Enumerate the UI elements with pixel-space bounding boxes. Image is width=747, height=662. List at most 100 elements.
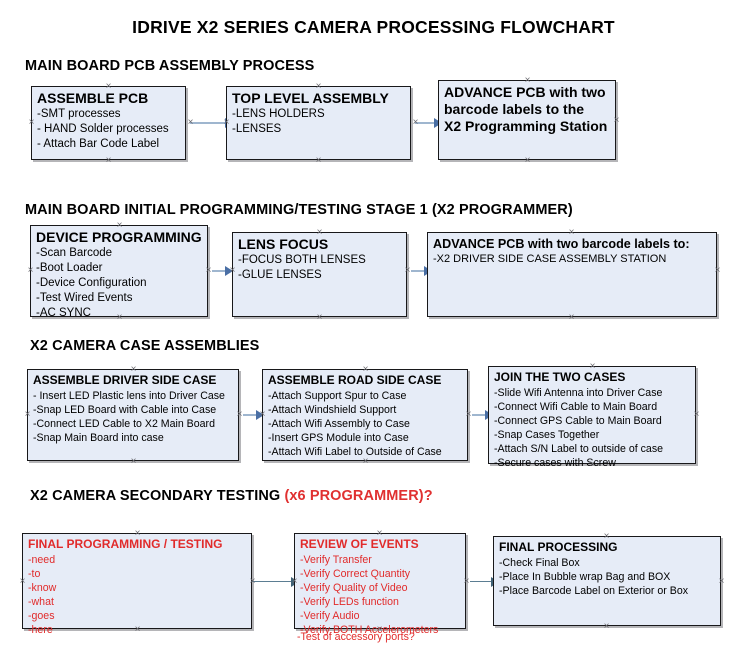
connection-handle[interactable] bbox=[115, 313, 124, 322]
node-line: -Secure cases with Screw bbox=[494, 456, 616, 469]
connection-handle[interactable] bbox=[567, 228, 576, 237]
node-line: -Place In Bubble wrap Bag and BOX bbox=[499, 570, 671, 583]
node-line: -X2 DRIVER SIDE CASE ASSEMBLY STATION bbox=[433, 253, 667, 265]
connection-handle[interactable] bbox=[133, 625, 142, 634]
connection-handle[interactable] bbox=[129, 365, 138, 374]
node-join-the-two-cases[interactable]: JOIN THE TWO CASES -Slide Wifi Antenna i… bbox=[488, 366, 696, 469]
connection-handle[interactable] bbox=[186, 118, 195, 127]
node-header: TOP LEVEL ASSEMBLY bbox=[232, 90, 389, 106]
connection-handle[interactable] bbox=[222, 118, 231, 127]
connection-handle[interactable] bbox=[258, 410, 267, 419]
connection-handle[interactable] bbox=[403, 266, 412, 275]
node-line: -FOCUS BOTH LENSES bbox=[238, 254, 366, 266]
connection-handle[interactable] bbox=[248, 577, 257, 586]
connector-arrow bbox=[190, 118, 233, 128]
connection-handle[interactable] bbox=[27, 118, 36, 127]
node-line: -Connect LED Cable to X2 Main Board bbox=[33, 417, 215, 430]
connection-handle[interactable] bbox=[235, 410, 244, 419]
node-line: - Attach Bar Code Label bbox=[37, 138, 160, 150]
connection-handle[interactable] bbox=[104, 82, 113, 91]
node-line: -Verify BOTH Accelerometers bbox=[300, 623, 439, 636]
connection-handle[interactable] bbox=[462, 577, 471, 586]
node-line: -goes bbox=[28, 609, 55, 622]
node-advance-pcb-to-programming-station[interactable]: ADVANCE PCB with two barcode labels to t… bbox=[438, 80, 616, 160]
node-body: FINAL PROGRAMMING / TESTING -need -to -k… bbox=[28, 537, 249, 637]
connection-handle[interactable] bbox=[315, 313, 324, 322]
node-final-processing[interactable]: FINAL PROCESSING -Check Final Box -Place… bbox=[493, 536, 721, 626]
node-body: JOIN THE TWO CASES -Slide Wifi Antenna i… bbox=[494, 370, 693, 470]
connection-handle[interactable] bbox=[717, 577, 726, 586]
node-assemble-pcb[interactable]: ASSEMBLE PCB -SMT processes - HAND Solde… bbox=[31, 86, 186, 160]
node-line: -Verify Quality of Video bbox=[300, 581, 408, 594]
connection-handle[interactable] bbox=[602, 532, 611, 541]
connection-handle[interactable] bbox=[228, 266, 237, 275]
connection-handle[interactable] bbox=[204, 266, 213, 275]
connection-handle[interactable] bbox=[315, 228, 324, 237]
connection-handle[interactable] bbox=[713, 266, 722, 275]
node-assemble-driver-side-case[interactable]: ASSEMBLE DRIVER SIDE CASE - Insert LED P… bbox=[27, 369, 239, 461]
connection-handle[interactable] bbox=[133, 529, 142, 538]
node-line: -Scan Barcode bbox=[36, 247, 113, 259]
connection-handle[interactable] bbox=[692, 410, 701, 419]
connection-handle[interactable] bbox=[361, 365, 370, 374]
node-line: -Attach Wifi Label to Outside of Case bbox=[268, 445, 442, 458]
connection-handle[interactable] bbox=[26, 266, 35, 275]
connection-handle[interactable] bbox=[129, 457, 138, 466]
node-line: -what bbox=[28, 595, 54, 608]
node-line: -Boot Loader bbox=[36, 262, 103, 274]
section-header-case-assemblies: X2 CAMERA CASE ASSEMBLIES bbox=[30, 338, 260, 354]
node-line: -Snap Cases Together bbox=[494, 428, 600, 441]
connection-handle[interactable] bbox=[523, 76, 532, 85]
node-line: -Snap LED Board with Cable into Case bbox=[33, 403, 217, 416]
node-line: -Verify Correct Quantity bbox=[300, 567, 411, 580]
node-line: -Snap Main Board into case bbox=[33, 431, 164, 444]
connection-handle[interactable] bbox=[523, 156, 532, 165]
node-line: -Attach Support Spur to Case bbox=[268, 389, 407, 402]
node-line: -Check Final Box bbox=[499, 556, 580, 569]
connection-handle[interactable] bbox=[588, 362, 597, 371]
node-review-of-events[interactable]: REVIEW OF EVENTS -Verify Transfer -Verif… bbox=[294, 533, 466, 636]
connection-handle[interactable] bbox=[602, 622, 611, 631]
node-line: X2 Programming Station bbox=[444, 118, 608, 134]
connection-handle[interactable] bbox=[23, 410, 32, 419]
node-line: -Connect GPS Cable to Main Board bbox=[494, 414, 662, 427]
node-advance-pcb-driver-side[interactable]: ADVANCE PCB with two barcode labels to: … bbox=[427, 232, 717, 317]
node-body: TOP LEVEL ASSEMBLY -LENS HOLDERS -LENSES bbox=[232, 90, 408, 137]
node-line: -Device Configuration bbox=[36, 277, 147, 289]
node-line: -Attach Windshield Support bbox=[268, 403, 397, 416]
node-header: ASSEMBLE DRIVER SIDE CASE bbox=[33, 373, 217, 387]
node-overflow-line: -Test of accessory ports? bbox=[297, 631, 415, 643]
node-body: REVIEW OF EVENTS -Verify Transfer -Verif… bbox=[300, 537, 463, 637]
connection-handle[interactable] bbox=[588, 460, 597, 469]
connection-handle[interactable] bbox=[375, 529, 384, 538]
connection-handle[interactable] bbox=[314, 156, 323, 165]
node-body: ASSEMBLE DRIVER SIDE CASE - Insert LED P… bbox=[33, 373, 236, 445]
node-line: -Connect Wifi Cable to Main Board bbox=[494, 400, 658, 413]
connection-handle[interactable] bbox=[411, 118, 420, 127]
node-header: REVIEW OF EVENTS bbox=[300, 537, 419, 551]
node-line: -Test Wired Events bbox=[36, 292, 133, 304]
connection-handle[interactable] bbox=[567, 313, 576, 322]
connection-handle[interactable] bbox=[314, 82, 323, 91]
connection-handle[interactable] bbox=[464, 410, 473, 419]
node-device-programming[interactable]: DEVICE PROGRAMMING -Scan Barcode -Boot L… bbox=[30, 225, 208, 319]
connection-handle[interactable] bbox=[612, 116, 621, 125]
connection-handle[interactable] bbox=[361, 457, 370, 466]
connection-handle[interactable] bbox=[290, 577, 299, 586]
node-final-programming-testing[interactable]: FINAL PROGRAMMING / TESTING -need -to -k… bbox=[22, 533, 252, 636]
node-line: -Verify LEDs function bbox=[300, 595, 399, 608]
connection-handle[interactable] bbox=[375, 625, 384, 634]
connection-handle[interactable] bbox=[115, 221, 124, 230]
node-line: -Verify Transfer bbox=[300, 553, 372, 566]
node-body: ASSEMBLE PCB -SMT processes - HAND Solde… bbox=[37, 90, 183, 152]
connection-handle[interactable] bbox=[104, 156, 113, 165]
connector-arrow bbox=[212, 266, 233, 276]
node-top-level-assembly[interactable]: TOP LEVEL ASSEMBLY -LENS HOLDERS -LENSES bbox=[226, 86, 411, 160]
connection-handle[interactable] bbox=[18, 577, 27, 586]
node-assemble-road-side-case[interactable]: ASSEMBLE ROAD SIDE CASE -Attach Support … bbox=[262, 369, 468, 461]
node-header: ADVANCE PCB with two bbox=[444, 84, 606, 100]
connector-arrow bbox=[252, 576, 299, 587]
node-lens-focus[interactable]: LENS FOCUS -FOCUS BOTH LENSES -GLUE LENS… bbox=[232, 232, 407, 317]
node-line: -Slide Wifi Antenna into Driver Case bbox=[494, 386, 663, 399]
